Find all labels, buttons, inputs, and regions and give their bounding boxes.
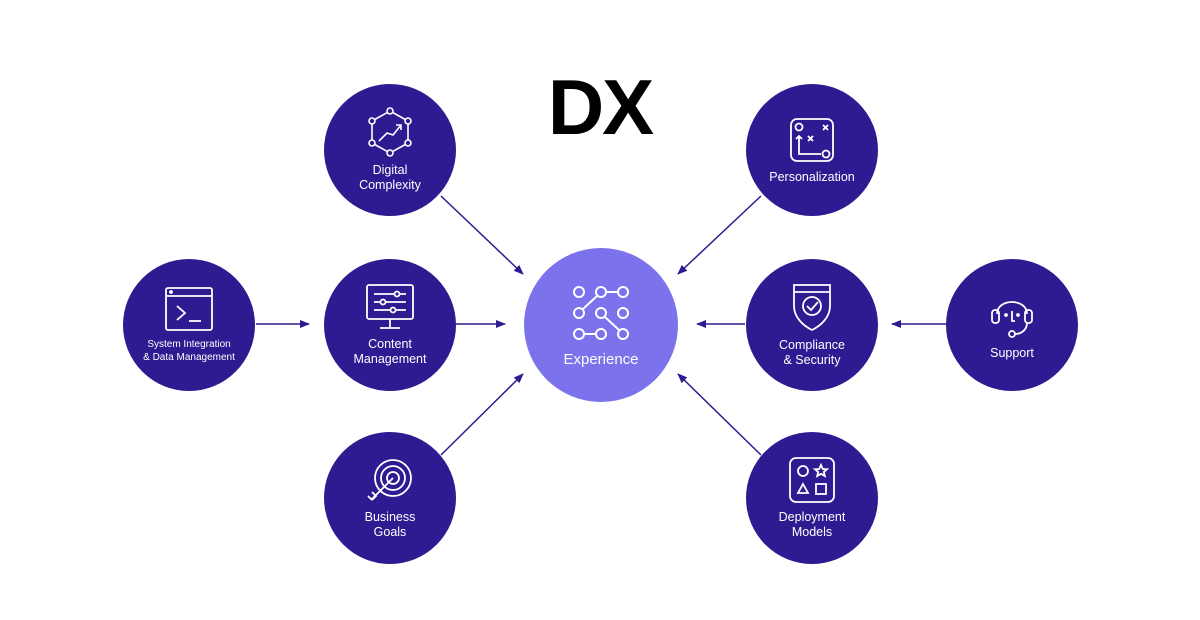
- node-label: Experience: [563, 350, 639, 368]
- arrow-deployment-to-experience: [677, 373, 762, 456]
- arrow-personalization-to-experience: [677, 195, 762, 275]
- hexagon-network-icon: [368, 107, 412, 157]
- shapes-icon: [789, 457, 835, 503]
- node-label: Digital Complexity: [359, 163, 421, 192]
- node-personalization: Personalization: [746, 84, 878, 216]
- target-arrow-icon: [367, 459, 412, 501]
- nodes-path-icon: [573, 285, 629, 340]
- node-label: System Integration & Data Management: [143, 339, 235, 363]
- node-business-goals: Business Goals: [324, 432, 456, 564]
- node-content-management: Content Management: [324, 259, 456, 391]
- terminal-icon: [165, 287, 213, 331]
- node-digital-complexity: Digital Complexity: [324, 84, 456, 216]
- node-experience: Experience: [524, 248, 678, 402]
- node-label: Compliance & Security: [778, 338, 845, 367]
- node-label: Support: [990, 345, 1034, 360]
- node-compliance-security: Compliance & Security: [746, 259, 878, 391]
- node-label: Business Goals: [364, 510, 416, 539]
- diagram-title: DX: [547, 63, 654, 151]
- monitor-sliders-icon: [366, 284, 414, 329]
- node-support: Support: [946, 259, 1078, 391]
- arrow-digital-to-experience: [440, 195, 524, 275]
- strategy-board-icon: [790, 117, 834, 162]
- node-label: Content Management: [353, 337, 427, 366]
- shield-check-icon: [793, 284, 831, 332]
- node-label: Personalization: [769, 169, 855, 184]
- arrow-business-to-experience: [440, 373, 524, 456]
- node-deployment-models: Deployment Models: [746, 432, 878, 564]
- node-label: Deployment Models: [778, 510, 846, 539]
- headset-icon: [991, 300, 1033, 338]
- node-system-integration: System Integration & Data Management: [123, 259, 255, 391]
